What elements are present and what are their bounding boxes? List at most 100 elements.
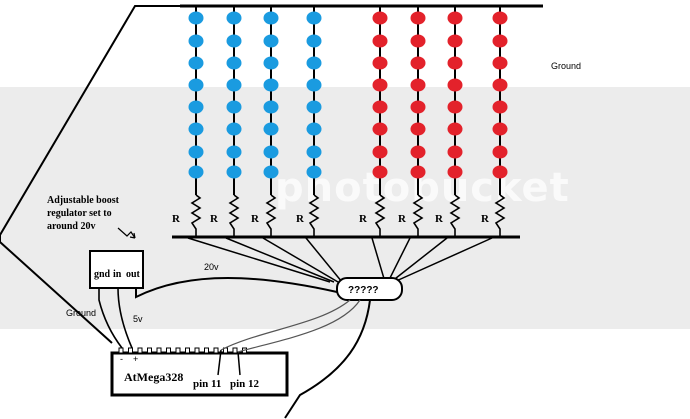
blue-led: [306, 11, 322, 25]
chip-pin: [156, 347, 162, 354]
chip-pin: [204, 347, 209, 354]
ground-return-wire: [0, 5, 180, 344]
regulator-note-line3: around 20v: [47, 221, 95, 232]
wire-5v: [117, 287, 133, 349]
reg-gnd-label: gnd: [94, 269, 111, 280]
blue-led: [306, 56, 322, 70]
chip-pins: [118, 347, 247, 354]
regulator-note-line1: Adjustable boost: [47, 195, 120, 206]
blue-led: [306, 122, 322, 136]
red-led: [372, 78, 388, 92]
resistor-label: R: [210, 213, 219, 225]
pin12-wire: [237, 299, 361, 353]
blue-led: [226, 34, 242, 48]
blue-led: [226, 145, 242, 159]
blue-led: [263, 165, 279, 179]
resistor: [308, 194, 320, 237]
red-led: [372, 11, 388, 25]
resistor-label: R: [172, 213, 181, 225]
red-led: [447, 56, 463, 70]
reg-out-label: out: [126, 269, 141, 280]
label-ground-left: Ground: [66, 308, 96, 318]
blue-led: [263, 122, 279, 136]
resistor: [412, 194, 424, 237]
red-led: [447, 11, 463, 25]
chip-pin: [147, 347, 152, 354]
resistor: [374, 194, 386, 237]
blue-led: [226, 56, 242, 70]
blue-led: [188, 56, 204, 70]
label-minus: -: [120, 354, 123, 364]
resistor-label: R: [481, 213, 490, 225]
red-led: [492, 165, 508, 179]
red-led: [372, 122, 388, 136]
fan-wire: [387, 237, 411, 283]
blue-led: [226, 122, 242, 136]
resistor: [228, 194, 240, 237]
red-led: [492, 100, 508, 114]
chip-pin: [213, 347, 219, 354]
red-led: [410, 56, 426, 70]
blue-led: [263, 78, 279, 92]
red-led: [410, 122, 426, 136]
regulator-note-line2: regulator set to: [47, 208, 112, 219]
blue-led: [188, 100, 204, 114]
fan-wire: [187, 237, 331, 283]
red-led: [492, 11, 508, 25]
label-20v: 20v: [204, 262, 219, 272]
blue-led: [306, 78, 322, 92]
chip-pin: [185, 347, 190, 354]
reg-in-label: in: [113, 269, 122, 280]
red-led: [372, 100, 388, 114]
pin12-pointer: [237, 351, 241, 376]
red-led: [410, 145, 426, 159]
red-led: [372, 34, 388, 48]
red-led: [410, 100, 426, 114]
red-led: [447, 78, 463, 92]
fan-wire: [225, 237, 335, 283]
fan-wire: [262, 237, 339, 283]
red-led: [447, 165, 463, 179]
note-arrow: [117, 227, 136, 239]
fan-wire: [371, 237, 386, 283]
wire-ground: [98, 288, 123, 349]
note-arrowhead: [129, 232, 136, 239]
resistor-label: R: [359, 213, 368, 225]
red-led: [492, 34, 508, 48]
chip-pin: [194, 347, 200, 354]
resistor: [494, 194, 506, 237]
red-led: [447, 34, 463, 48]
resistor-label: R: [398, 213, 407, 225]
pin11-wire: [220, 299, 351, 351]
blue-led: [263, 100, 279, 114]
fan-wire: [305, 237, 343, 283]
resistor: [449, 194, 461, 237]
blue-led: [188, 145, 204, 159]
resistor: [190, 194, 202, 237]
fan-wires: [187, 237, 493, 283]
label-5v: 5v: [133, 314, 143, 324]
module-ground-wire: [284, 299, 371, 419]
red-led: [372, 145, 388, 159]
blue-led: [226, 11, 242, 25]
blue-led: [263, 145, 279, 159]
fan-wire: [393, 237, 493, 283]
red-led: [410, 34, 426, 48]
blue-led: [263, 34, 279, 48]
blue-led: [188, 11, 204, 25]
blue-led: [188, 165, 204, 179]
red-led: [447, 100, 463, 114]
chip-pin: [128, 347, 133, 354]
red-led: [492, 78, 508, 92]
chip-pin: [175, 347, 181, 354]
red-led: [410, 11, 426, 25]
resistor: [265, 194, 277, 237]
blue-led: [226, 78, 242, 92]
resistor-label: R: [296, 213, 305, 225]
blue-led: [188, 78, 204, 92]
red-led: [372, 165, 388, 179]
label-plus: +: [133, 354, 138, 364]
red-led: [410, 165, 426, 179]
red-led: [492, 145, 508, 159]
